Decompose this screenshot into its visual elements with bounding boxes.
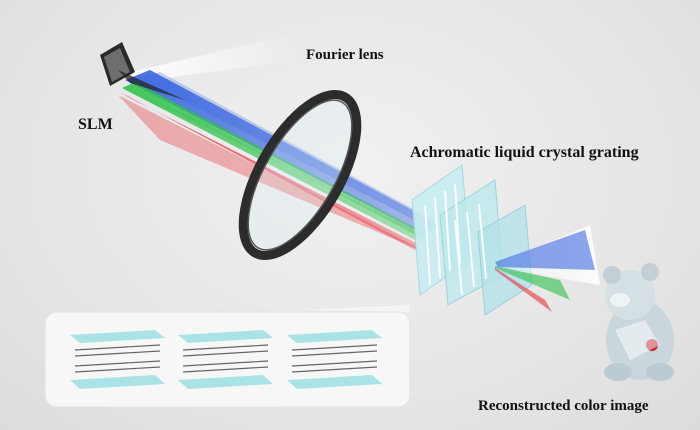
red-beam — [120, 92, 420, 250]
slm-label: SLM — [78, 116, 113, 133]
grating-label: Achromatic liquid crystal grating — [410, 144, 639, 161]
blue-beam-spread — [140, 72, 430, 228]
blue-beam — [125, 70, 440, 235]
grating-structure-inset — [44, 305, 411, 408]
slm-device — [100, 42, 185, 100]
achromatic-lc-grating — [411, 164, 533, 316]
output-beam-red — [495, 268, 552, 312]
output-beam-green — [495, 266, 570, 300]
reconstructed-bear-image — [603, 263, 674, 381]
output-beam-blue — [495, 230, 595, 270]
input-light-beam — [130, 35, 300, 82]
red-beam-spread — [118, 95, 420, 250]
green-beam — [122, 82, 430, 245]
reconstructed-image-label: Reconstructed color image — [478, 398, 649, 414]
lc-layer-stack-2 — [178, 330, 273, 389]
fourier-lens-label: Fourier lens — [306, 47, 384, 63]
lc-layer-stack-3 — [287, 330, 382, 389]
green-beam-spread — [130, 90, 428, 240]
fourier-lens — [238, 90, 362, 260]
lc-layer-stack-1 — [70, 330, 165, 389]
